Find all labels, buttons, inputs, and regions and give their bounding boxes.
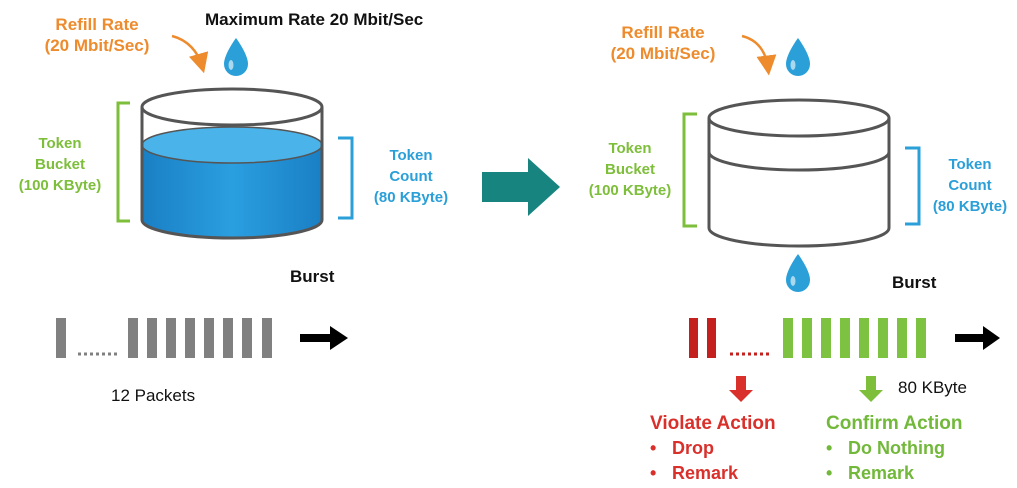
refill-rate-label: Refill Rate (20 Mbit/Sec) <box>610 23 716 63</box>
violate-item: •Remark <box>650 463 739 483</box>
packet-stream-left <box>56 318 272 358</box>
water-drop-icon <box>786 38 810 76</box>
violate-item: •Drop <box>650 438 714 458</box>
right-arrow-icon <box>300 326 348 350</box>
token-count-label: Token Count (80 KByte) <box>932 156 1008 215</box>
token-count-label: Token Count (80 KByte) <box>373 147 449 206</box>
violate-action-title: Violate Action <box>650 413 776 434</box>
right-arrow-icon <box>955 326 1000 350</box>
packet-count-label: 12 Packets <box>111 386 196 405</box>
water-drop-icon <box>786 254 810 292</box>
curved-arrow-icon <box>741 34 777 76</box>
token-bucket-label: Token Bucket (100 KByte) <box>588 140 672 199</box>
token-bucket-label: Token Bucket (100 KByte) <box>18 135 102 194</box>
conforming-packets <box>783 318 926 358</box>
down-arrow-icon <box>859 376 883 402</box>
down-arrow-icon <box>729 376 753 402</box>
token-bucket-empty <box>707 98 891 248</box>
curved-arrow-icon <box>171 34 209 74</box>
token-count-bracket <box>905 146 921 226</box>
token-count-bracket <box>338 136 354 220</box>
violating-packets <box>689 318 716 358</box>
confirm-action-block: Confirm Action •Do Nothing •Remark <box>826 411 963 486</box>
confirm-item: •Do Nothing <box>826 438 945 458</box>
water-drop-icon <box>224 38 248 76</box>
token-bucket-bracket <box>682 112 697 228</box>
burst-label: Burst <box>892 273 937 292</box>
token-bucket-bracket <box>116 101 130 223</box>
max-rate-label: Maximum Rate 20 Mbit/Sec <box>205 10 424 29</box>
confirm-action-title: Confirm Action <box>826 413 963 434</box>
burst-size-label: 80 KByte <box>898 378 967 397</box>
transition-arrow-icon <box>482 158 560 216</box>
violate-action-block: Violate Action •Drop •Remark <box>650 411 776 486</box>
refill-rate-label: Refill Rate (20 Mbit/Sec) <box>44 15 150 55</box>
token-bucket-full <box>140 87 324 240</box>
burst-label: Burst <box>290 267 335 286</box>
confirm-item: •Remark <box>826 463 915 483</box>
